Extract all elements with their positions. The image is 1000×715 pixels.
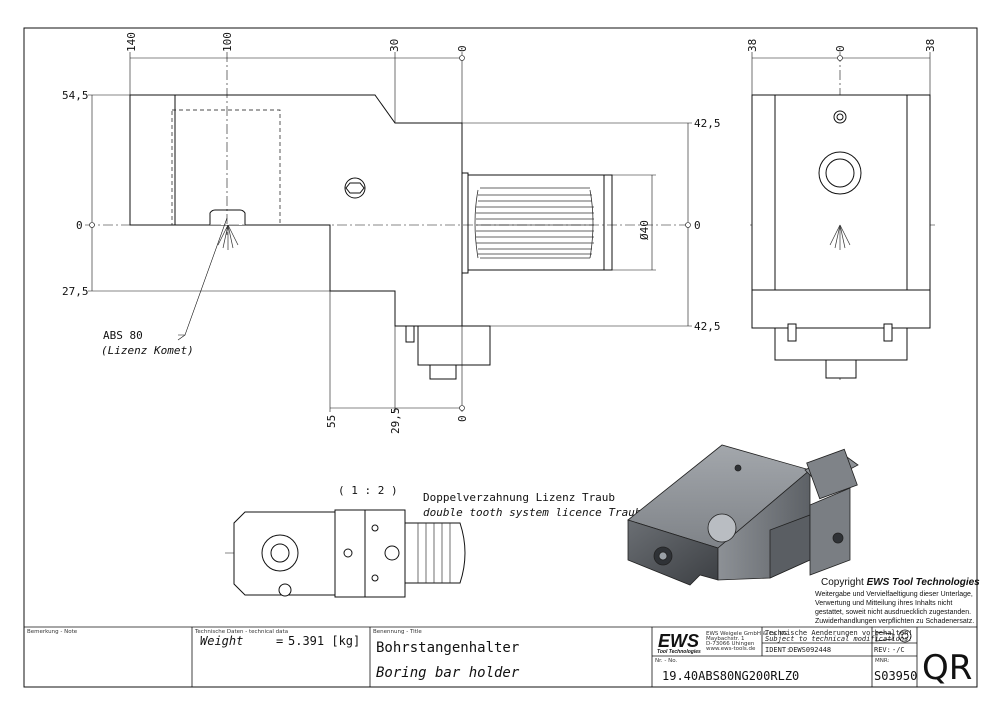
company-line-2: Maybachstr. 1 xyxy=(706,636,745,642)
ident-value: DEWS092448 xyxy=(789,646,831,654)
top-view xyxy=(233,509,466,598)
sheet-border xyxy=(23,27,978,688)
logo-text: EWS xyxy=(658,631,699,651)
iso-view xyxy=(627,444,859,586)
weight-eq: = xyxy=(276,634,283,648)
copyright-line-3: gestattet, soweit nicht ausdruecklich zu… xyxy=(815,609,971,616)
ews-logo: EWS Tool Technologies xyxy=(655,630,703,655)
dim-42-5-top: 42,5 xyxy=(694,117,721,130)
weight-label: Weight xyxy=(200,634,243,648)
dim-27-5: 27,5 xyxy=(62,285,89,298)
remark-label: Bemerkung - Note xyxy=(27,629,78,635)
dim-29-5: 29,5 xyxy=(389,408,402,435)
title-block xyxy=(24,626,977,687)
title-german: Bohrstangenhalter xyxy=(376,640,519,656)
scale-label: ( 1 : 2 ) xyxy=(338,484,398,497)
dimension-markers xyxy=(89,55,843,411)
weight-value: 5.391 [kg] xyxy=(288,634,360,648)
side-view xyxy=(751,94,931,379)
company-line-4: www.ews-tools.de xyxy=(706,646,756,652)
changes-de: Technische Aenderungen vorbehalten! xyxy=(765,629,913,637)
abs-label: ABS 80 xyxy=(103,329,143,342)
part-number: 19.40ABS80NG200RLZ0 xyxy=(662,669,799,683)
dim-side-38-right: 38 xyxy=(924,39,937,52)
copyright-brand: EWS Tool Technologies xyxy=(867,577,981,588)
dim-55: 55 xyxy=(325,415,338,428)
svg-text:Copyright EWS Tool Technologie: Copyright EWS Tool Technologies xyxy=(821,577,980,588)
dim-side-0: 0 xyxy=(834,45,847,52)
qr-label: QR xyxy=(922,648,972,688)
dim-bottom-0: 0 xyxy=(456,415,469,422)
rev-value: -/C xyxy=(892,646,905,654)
traub-label-de: Doppelverzahnung Lizenz Traub xyxy=(423,491,615,504)
tech-data-label: Technische Daten - technical data xyxy=(194,629,288,635)
dim-left-0: 0 xyxy=(76,219,83,232)
dim-54-5: 54,5 xyxy=(62,89,89,102)
traub-label-en: double tooth system licence Traub xyxy=(423,506,642,519)
rev-label: REV: xyxy=(874,646,891,654)
dim-side-38-left: 38 xyxy=(746,39,759,52)
copyright-line-2: Verwertung und Mitteilung ihres Inhalts … xyxy=(815,600,952,607)
side-coolant-spray-icon xyxy=(829,224,851,250)
changes-en: Subject to technical modifications! xyxy=(765,635,913,643)
dim-top-0: 0 xyxy=(456,45,469,52)
dim-42-5-bottom: 42,5 xyxy=(694,320,721,333)
mnr-label: MNR: xyxy=(875,658,890,664)
company-line-3: D-73066 Uhingen xyxy=(706,641,755,647)
top-view-serrations xyxy=(417,523,451,583)
title-english: Boring bar holder xyxy=(376,665,520,681)
logo-subtext: Tool Technologies xyxy=(657,649,701,655)
designation-label: Benennung - Title xyxy=(373,629,422,635)
copyright-prefix: Copyright xyxy=(821,577,867,588)
dim-30: 30 xyxy=(388,39,401,52)
dim-right-0: 0 xyxy=(694,219,701,232)
abs-sublabel: (Lizenz Komet) xyxy=(101,344,194,357)
dim-diameter-40: Ø40 xyxy=(638,220,651,240)
number-label: Nr. - No. xyxy=(655,658,677,664)
coolant-spray-icon xyxy=(217,224,239,250)
dim-100: 100 xyxy=(221,32,234,52)
projection-symbol-icon xyxy=(875,629,912,643)
ident-label: IDENT: xyxy=(765,646,790,654)
copyright-line-1: Weitergabe und Vervielfaeltigung dieser … xyxy=(815,591,973,598)
shaft-serrations xyxy=(474,187,594,259)
mnr-value: S03950 xyxy=(874,669,917,683)
company-line-1: EWS Weigele GmbH & Co. KG xyxy=(706,631,787,637)
copyright-line-4: Zuwiderhandlungen verpflichten zu Schade… xyxy=(815,618,974,625)
copyright-block: Copyright EWS Tool Technologies Weiterga… xyxy=(815,577,980,625)
dim-140: 140 xyxy=(125,32,138,52)
